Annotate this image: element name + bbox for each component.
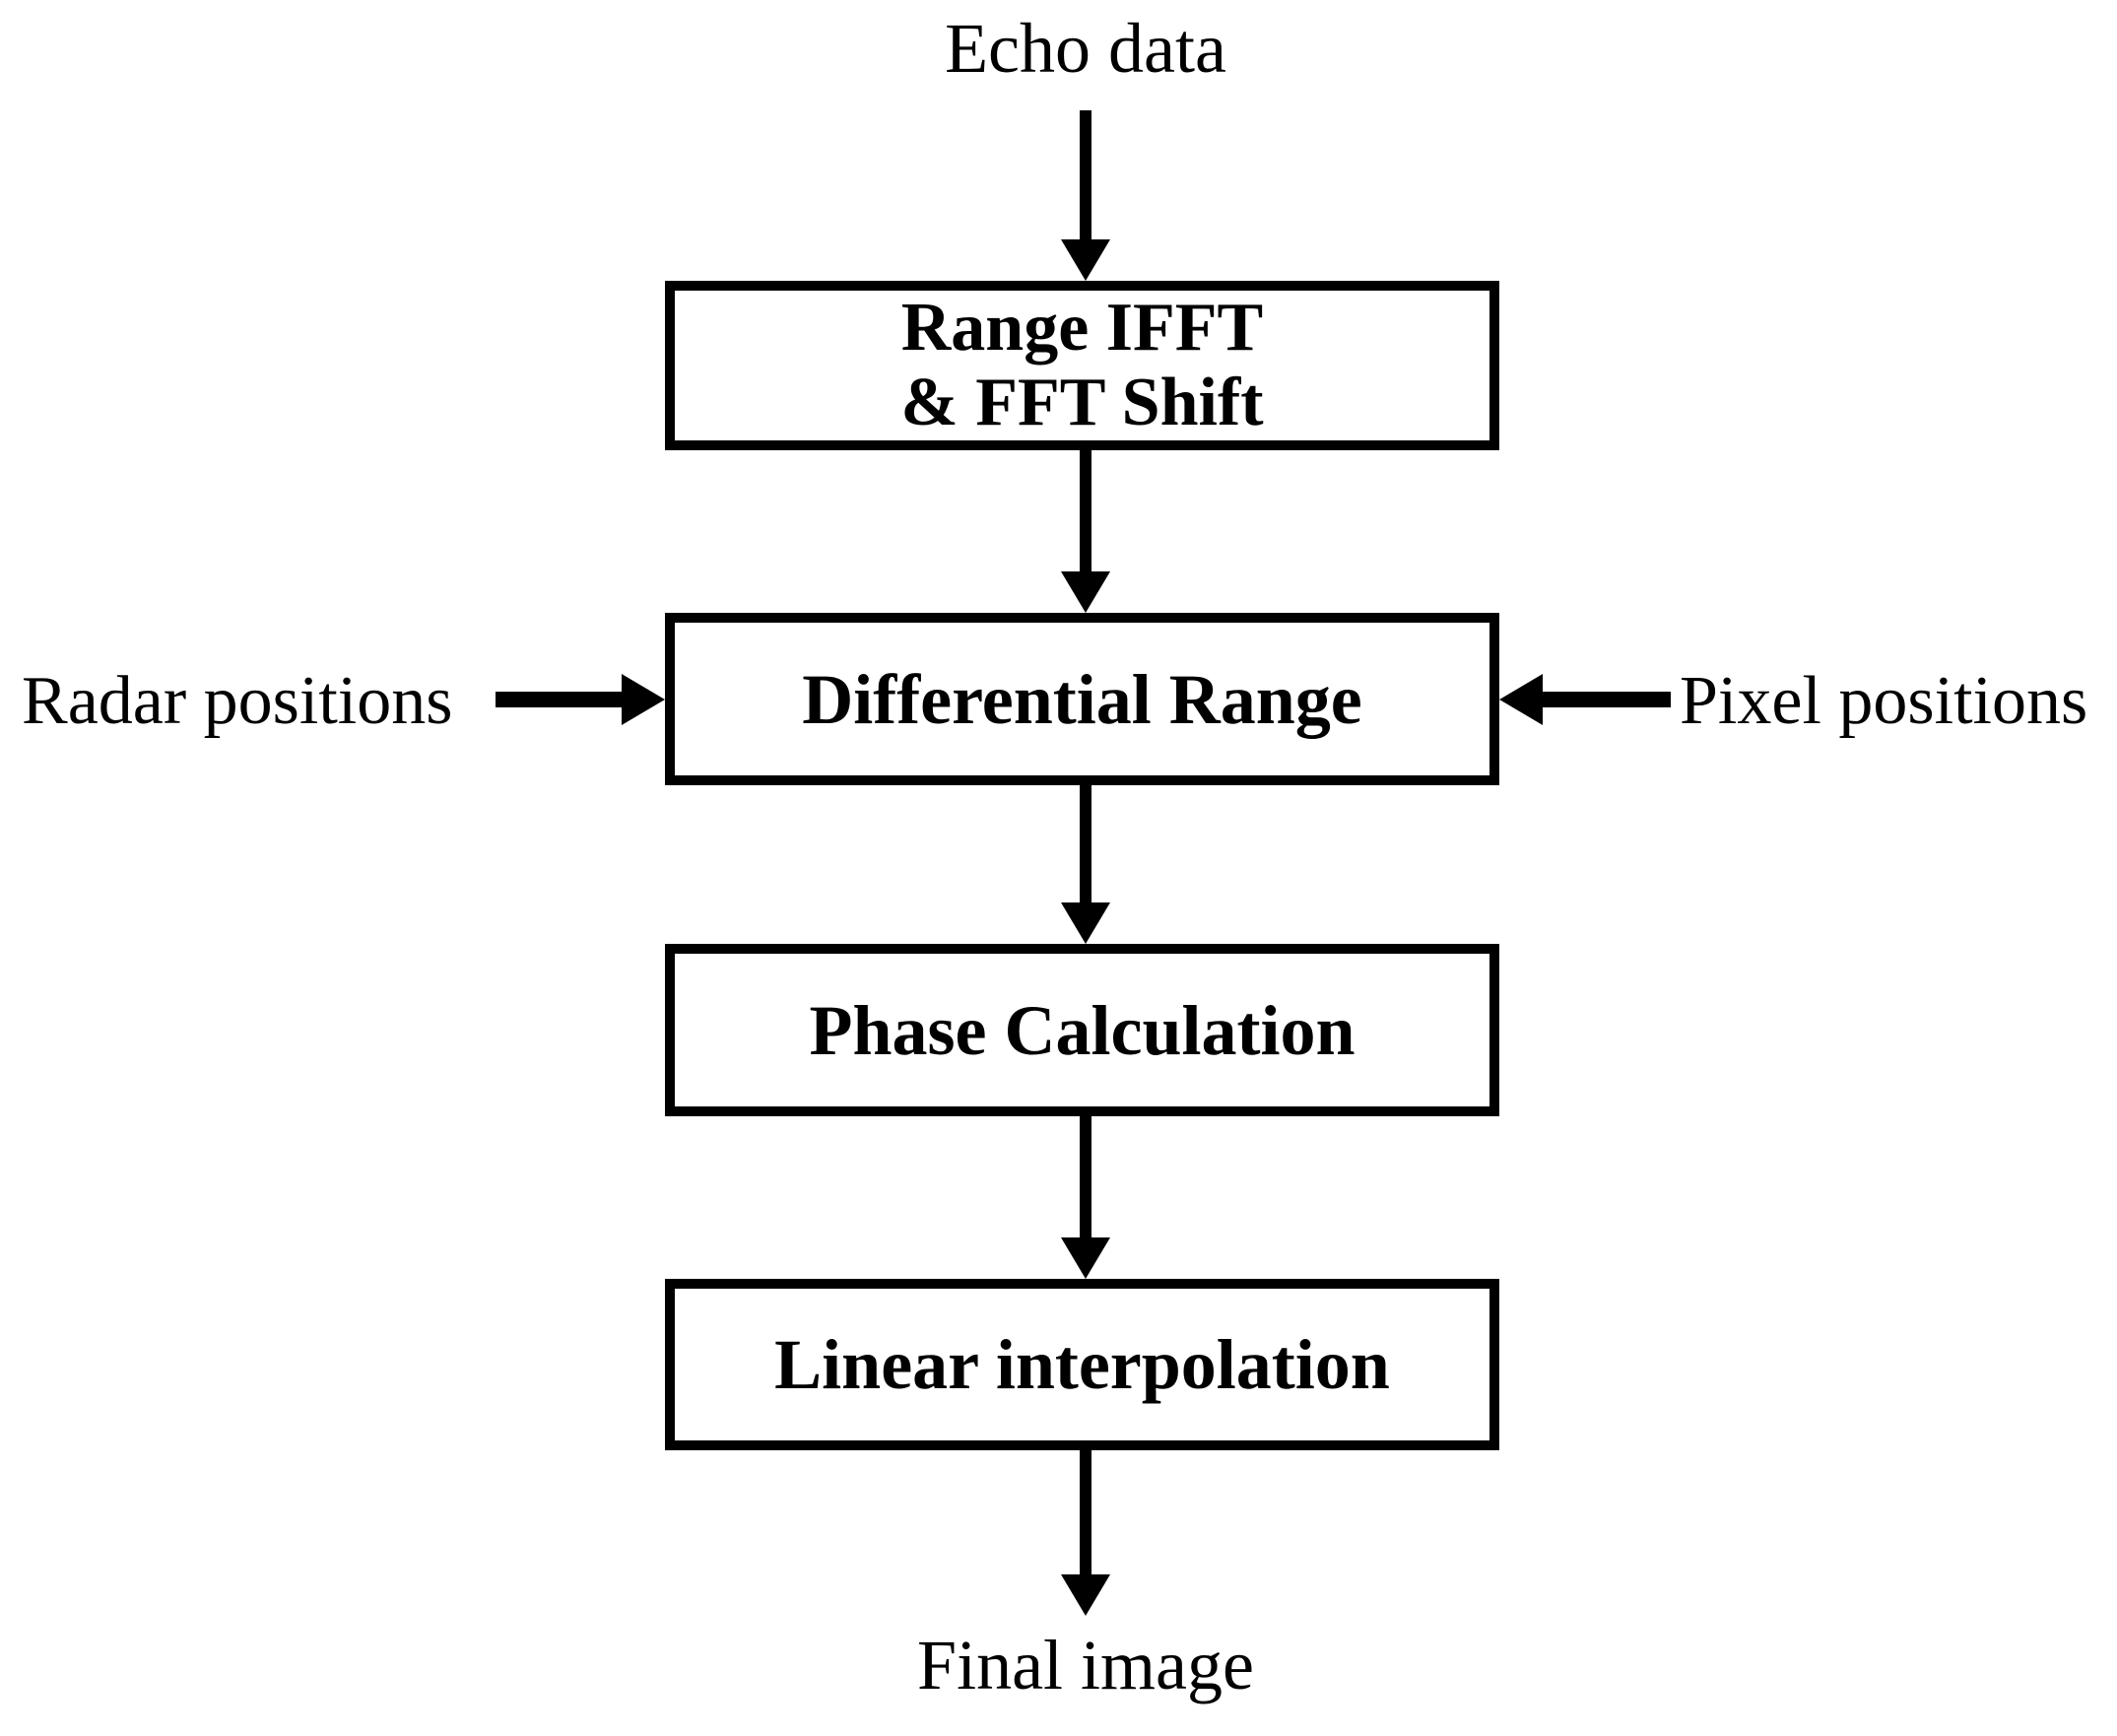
connector-pixel-to-differential-line	[1541, 692, 1671, 707]
connector-phase-to-interpolation-arrowhead-icon	[1061, 1237, 1110, 1279]
process-box-differential-range: Differential Range	[665, 613, 1499, 785]
process-box-linear-interpolation-label: Linear interpolation	[774, 1325, 1390, 1404]
process-box-range-ifft-line2: & FFT Shift	[900, 365, 1264, 440]
connector-range-ifft-to-differential-arrowhead-icon	[1061, 571, 1110, 613]
process-box-range-ifft: Range IFFT & FFT Shift	[665, 281, 1499, 450]
connector-differential-to-phase-line	[1080, 785, 1092, 904]
label-final-image: Final image	[917, 1626, 1254, 1704]
connector-radar-to-differential-line	[496, 692, 626, 707]
process-box-phase-calculation-label: Phase Calculation	[809, 990, 1356, 1070]
connector-range-ifft-to-differential-line	[1080, 450, 1092, 573]
connector-radar-to-differential-arrowhead-icon	[622, 674, 665, 725]
connector-phase-to-interpolation-line	[1080, 1116, 1092, 1239]
connector-echo-to-range-ifft-arrowhead-icon	[1061, 239, 1110, 281]
connector-interpolation-to-final-arrowhead-icon	[1061, 1574, 1110, 1616]
label-radar-positions: Radar positions	[22, 663, 453, 739]
connector-differential-to-phase-arrowhead-icon	[1061, 902, 1110, 944]
process-box-differential-range-label: Differential Range	[802, 659, 1362, 739]
connector-pixel-to-differential-arrowhead-icon	[1499, 674, 1543, 725]
process-box-range-ifft-line1: Range IFFT	[900, 290, 1264, 366]
process-box-linear-interpolation: Linear interpolation	[665, 1279, 1499, 1450]
process-box-phase-calculation: Phase Calculation	[665, 944, 1499, 1116]
label-pixel-positions: Pixel positions	[1680, 663, 2088, 739]
label-echo-data: Echo data	[945, 9, 1226, 88]
connector-interpolation-to-final-line	[1080, 1450, 1092, 1576]
connector-echo-to-range-ifft-line	[1080, 110, 1092, 241]
